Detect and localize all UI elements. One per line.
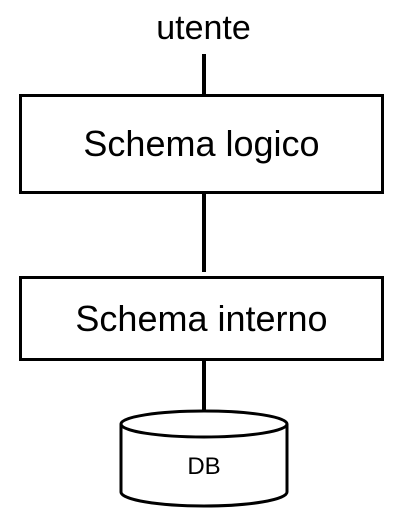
logical-schema-label: Schema logico [83, 123, 320, 164]
connector-user-logical [202, 54, 206, 96]
internal-schema-box: Schema interno [19, 276, 384, 361]
database-cylinder-icon [119, 409, 289, 508]
connector-logical-internal [202, 192, 206, 272]
connector-internal-db [202, 359, 206, 413]
user-label: utente [156, 9, 251, 47]
internal-schema-label: Schema interno [75, 297, 328, 339]
database-cylinder: DB [118, 408, 290, 508]
logical-schema-box: Schema logico [19, 94, 384, 194]
database-label: DB [187, 453, 221, 480]
